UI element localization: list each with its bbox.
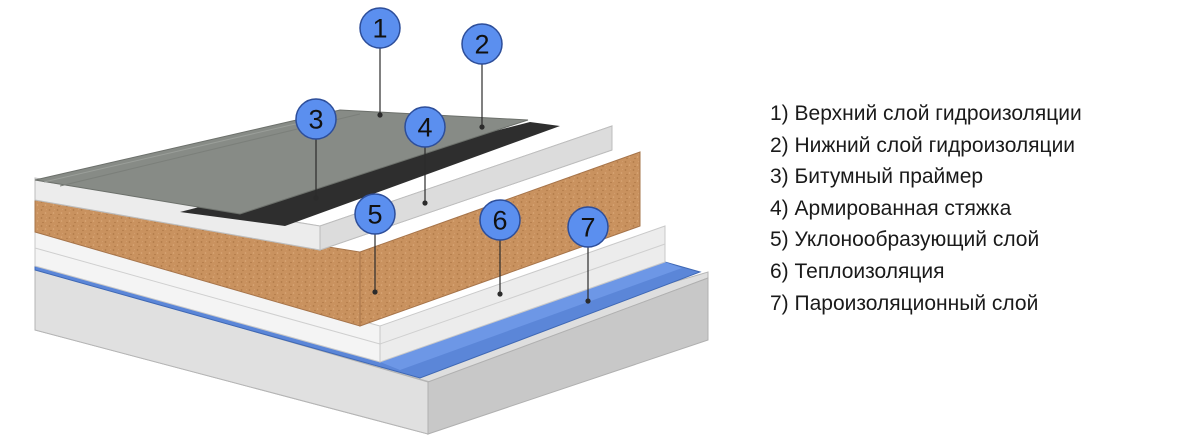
badge-4-label: 4 xyxy=(417,113,432,143)
layer-legend: 1) Верхний слой гидроизоляции 2) Нижний … xyxy=(770,98,1082,319)
leader-dots xyxy=(313,112,591,304)
badge-6: 6 xyxy=(479,199,521,241)
badge-7: 7 xyxy=(567,206,609,248)
badge-3-label: 3 xyxy=(308,105,323,135)
badge-7-label: 7 xyxy=(580,213,595,243)
badge-2-label: 2 xyxy=(474,30,489,60)
badge-1-label: 1 xyxy=(372,14,387,44)
badge-5-label: 5 xyxy=(367,200,382,230)
badge-3: 3 xyxy=(295,98,337,140)
leader-lines xyxy=(315,47,589,301)
badge-6-label: 6 xyxy=(492,206,507,236)
base-slab xyxy=(34,267,709,435)
badge-2: 2 xyxy=(461,23,503,65)
legend-item-1: 1) Верхний слой гидроизоляции xyxy=(770,102,1082,125)
badge-5: 5 xyxy=(354,193,396,235)
legend-item-3: 3) Битумный праймер xyxy=(770,165,984,189)
legend-item-7: 7) Пароизоляционный слой xyxy=(770,291,1039,315)
legend-item-5: 5) Уклонообразующий слой xyxy=(770,228,1040,252)
badge-4: 4 xyxy=(404,106,446,148)
legend-item-2: 2) Нижний слой гидроизоляции xyxy=(770,133,1076,157)
badge-1: 1 xyxy=(359,7,401,49)
legend-item-4: 4) Армированная стяжка xyxy=(770,196,1012,220)
vapor-barrier-layer xyxy=(34,261,702,379)
legend-item-6: 6) Теплоизоляция xyxy=(770,259,945,283)
